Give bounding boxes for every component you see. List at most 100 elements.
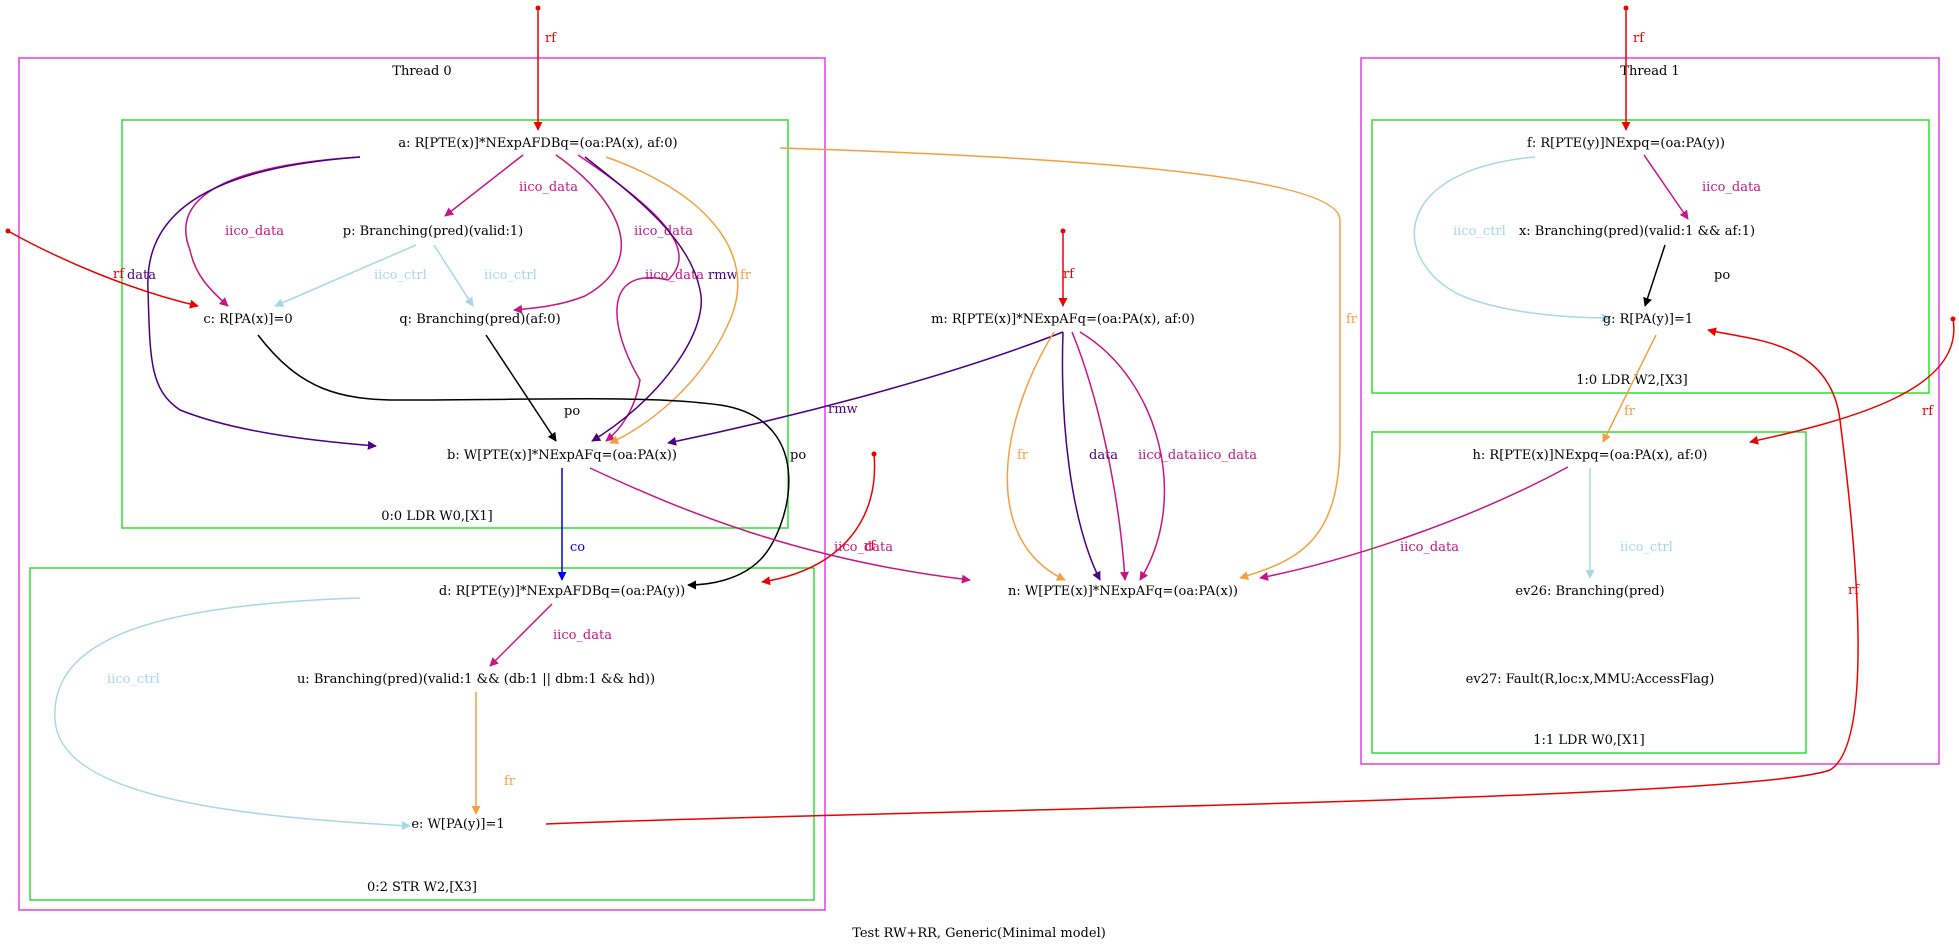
event-node-n: n: W[PTE(x)]*NExpAFq=(oa:PA(x)) (1008, 584, 1238, 599)
edge-label: fr (504, 774, 516, 789)
edge-rf-init-m: rf (1058, 228, 1075, 307)
init-dot (5, 228, 11, 234)
event-node-m: m: R[PTE(x)]*NExpAFq=(oa:PA(x), af:0) (931, 312, 1195, 327)
edge-label: rf (1633, 31, 1645, 46)
edge-fr-a-n: fr (779, 147, 1358, 580)
edge-label: fr (1624, 404, 1636, 419)
edge-label: iico_data (553, 628, 612, 643)
edge-line (1061, 331, 1101, 581)
edge-label: fr (1346, 312, 1358, 327)
edge-label: rf (113, 267, 125, 282)
edge-rf-init-c: rf (5, 228, 199, 309)
edge-po-c-d: po (485, 334, 580, 442)
edge-line (147, 156, 377, 450)
edge-line (1079, 331, 1166, 581)
edge-label: iico_ctrl (1453, 224, 1506, 239)
edge-iico_data-a-c: iico_data (185, 156, 361, 307)
edge-fr-h-b: fr (1602, 334, 1657, 443)
edge-label: co (570, 540, 585, 555)
edge-line (605, 156, 739, 444)
edge-data-a-b: data (127, 156, 377, 450)
edge-iico_ctrl-q-b: iico_ctrl (433, 244, 537, 307)
init-dot (1060, 228, 1066, 234)
edge-line (485, 334, 557, 442)
edge-iico_ctrl-u-e: iico_ctrl (54, 597, 411, 831)
edge-fr-m-b: fr (471, 692, 516, 815)
instruction-box-i00 (121, 119, 789, 529)
edge-line (489, 603, 553, 667)
event-node-ev26: ev26: Branching(pred) (1515, 584, 1664, 599)
edge-label: rmw (708, 268, 738, 283)
event-node-e: e: W[PA(y)]=1 (411, 817, 504, 832)
edge-co-b-n: co (557, 468, 585, 581)
edge-iico_data-f-g: iico_data (1643, 154, 1761, 220)
edge-line (433, 244, 474, 307)
edge-label: data (127, 268, 156, 283)
edge-label: fr (740, 268, 752, 283)
edge-rf-init-h: rf (1749, 316, 1956, 445)
instruction-box-i11 (1371, 431, 1807, 754)
edge-rf-init-a: rf (533, 5, 557, 131)
edge-label: iico_data (1138, 448, 1197, 463)
instruction-box-i02 (29, 567, 815, 901)
edge-line (1749, 318, 1955, 445)
edge-label: po (790, 448, 806, 463)
edge-iico_data-a-b: iico_data (577, 154, 704, 442)
edge-rmw-m-n: rmw (667, 331, 1064, 446)
edge-line (1602, 334, 1657, 443)
edge-line (667, 331, 1064, 446)
instruction-label-i02: 0:2 STR W2,[X3] (367, 880, 477, 895)
init-dot (1950, 316, 1956, 322)
event-node-a: a: R[PTE(x)]*NExpAFDBq=(oa:PA(x), af:0) (398, 136, 677, 151)
edge-line (1643, 154, 1689, 220)
edge-iico_data-m-n: iico_data (1071, 331, 1197, 581)
edge-iico_ctrl-p-q: iico_ctrl (274, 244, 427, 307)
edge-line (1071, 331, 1129, 581)
edge-label: iico_ctrl (374, 268, 427, 283)
edge-line (589, 467, 971, 584)
edge-line (584, 156, 702, 442)
edge-rf-e-g: rf (545, 327, 1860, 825)
edge-label: rf (1063, 267, 1075, 282)
event-node-u: u: Branching(pred)(valid:1 && (db:1 || d… (297, 672, 655, 687)
edge-iico_data-d-e: iico_data (489, 603, 612, 667)
edge-line (513, 154, 623, 314)
edge-label: data (1089, 448, 1118, 463)
instruction-label-i00: 0:0 LDR W0,[X1] (381, 509, 492, 524)
thread0-box (18, 57, 826, 911)
edge-iico_ctrl-ev26-ev27: iico_ctrl (1585, 468, 1673, 579)
edge-label: iico_ctrl (1620, 540, 1673, 555)
edge-rf-init-f: rf (1621, 5, 1645, 131)
edge-line (185, 156, 361, 307)
thread1-label: Thread 1 (1620, 64, 1679, 79)
edge-iico_ctrl-x-g: iico_ctrl (1413, 156, 1611, 323)
edge-label: iico_data (1198, 448, 1257, 463)
edge-po-g-h: po (1643, 244, 1730, 307)
edge-line (54, 597, 411, 831)
edge-data-m-n: data (1061, 331, 1118, 581)
edge-label: iico_data (225, 224, 284, 239)
edge-line (1259, 466, 1569, 581)
edge-po-b-d: po (257, 334, 806, 590)
edge-label: rf (864, 539, 876, 554)
event-node-q: q: Branching(pred)(af:0) (399, 312, 560, 327)
edge-label: iico_data (1400, 540, 1459, 555)
edge-iico_data-d-u: iico_data (589, 467, 971, 584)
edge-iico_data-h-ev26: iico_data (1259, 466, 1569, 581)
event-node-c: c: R[PA(x)]=0 (203, 312, 292, 327)
edge-label: rf (545, 31, 557, 46)
event-node-p: p: Branching(pred)(valid:1) (343, 224, 523, 239)
edge-line (444, 154, 524, 217)
edge-label: rmw (828, 402, 858, 417)
edge-label: iico_data (519, 180, 578, 195)
edge-line (1006, 331, 1066, 581)
event-node-b: b: W[PTE(x)]*NExpAFq=(oa:PA(x)) (447, 448, 677, 463)
edge-iico_data-a-q: iico_data (513, 154, 693, 314)
event-node-g: g: R[PA(y)]=1 (1603, 312, 1693, 327)
edge-line (274, 244, 417, 307)
edge-line (761, 453, 876, 586)
edge-label: iico_data (834, 540, 893, 555)
instruction-label-i10: 1:0 LDR W2,[X3] (1576, 373, 1687, 388)
edge-label: rf (1922, 404, 1934, 419)
